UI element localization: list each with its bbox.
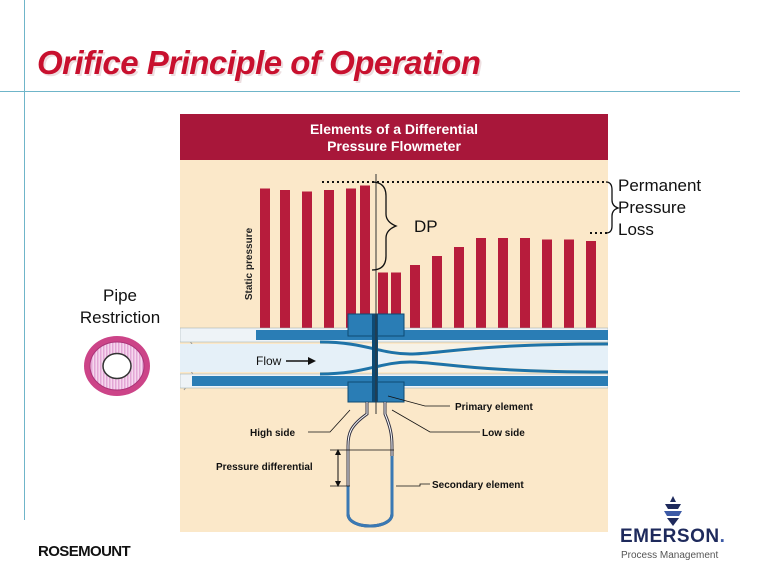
ppl-line-1: Permanent — [618, 176, 702, 195]
orifice-plate — [372, 314, 378, 402]
ppl-line-3: Loss — [618, 220, 654, 239]
flowmeter-diagram: Elements of a Differential Pressure Flow… — [180, 114, 608, 532]
left-guide-line — [24, 0, 25, 520]
figure-header — [180, 114, 608, 160]
pressure-bars — [260, 185, 596, 328]
emerson-mark-icon — [664, 496, 682, 526]
low-side-label: Low side — [482, 428, 525, 439]
rosemount-logo: ROSEMOUNT — [38, 543, 131, 560]
pipe-restriction-ring-icon — [84, 336, 150, 396]
dp-label: DP — [414, 217, 438, 236]
flow-contraction-lower — [319, 360, 608, 376]
ppl-line-2: Pressure — [618, 198, 687, 217]
flow-label: Flow — [256, 354, 282, 368]
figure-header-line2: Pressure Flowmeter — [327, 138, 461, 154]
pressure-bar — [564, 239, 574, 328]
pressure-bar — [586, 241, 596, 328]
figure-header-line1: Elements of a Differential — [310, 121, 478, 137]
primary-element-label: Primary element — [455, 402, 533, 413]
pipe-label-line-2: Restriction — [79, 308, 161, 327]
static-pressure-label: Static pressure — [244, 227, 255, 300]
pipe-upper-band — [256, 330, 608, 340]
pressure-bar — [391, 272, 401, 328]
ppl-brace — [605, 181, 621, 234]
emerson-dot: . — [719, 526, 726, 547]
pressure-bar — [302, 191, 312, 328]
pressure-bar — [520, 238, 530, 328]
callout-lines — [308, 395, 480, 487]
pipe-label-line-1: Pipe — [102, 286, 138, 305]
pressure-bar — [260, 188, 270, 328]
pressure-bar — [542, 239, 552, 328]
flow-arrow — [286, 357, 316, 365]
pipe-lower-band — [192, 376, 608, 386]
pressure-bar — [454, 247, 464, 328]
pressure-bar — [410, 265, 420, 328]
pipe-center — [180, 344, 608, 372]
pipe-restriction-label: Pipe Restriction — [60, 285, 180, 329]
u-tube-fluid — [346, 456, 394, 528]
title-underline — [0, 91, 740, 92]
pressure-bar — [476, 238, 486, 328]
pressure-bar — [432, 256, 442, 328]
pressure-bar — [378, 272, 388, 328]
permanent-pressure-loss-label: Permanent Pressure Loss — [618, 175, 701, 241]
dp-brace — [371, 181, 398, 271]
slide-title: Orifice Principle of Operation — [37, 44, 481, 81]
pressure-bar — [346, 188, 356, 328]
pressure-differential-label: Pressure differential — [216, 462, 313, 473]
pressure-differential-indicator — [330, 449, 394, 487]
emerson-name: EMERSON — [620, 526, 720, 547]
emerson-subtitle: Process Management — [621, 550, 719, 561]
flow-contraction-upper — [319, 340, 608, 356]
pressure-bar — [360, 185, 370, 328]
high-side-label: High side — [250, 428, 295, 439]
secondary-element-label: Secondary element — [432, 480, 524, 491]
pressure-bar — [498, 238, 508, 328]
pressure-bar — [324, 190, 334, 328]
pressure-bar — [280, 190, 290, 328]
